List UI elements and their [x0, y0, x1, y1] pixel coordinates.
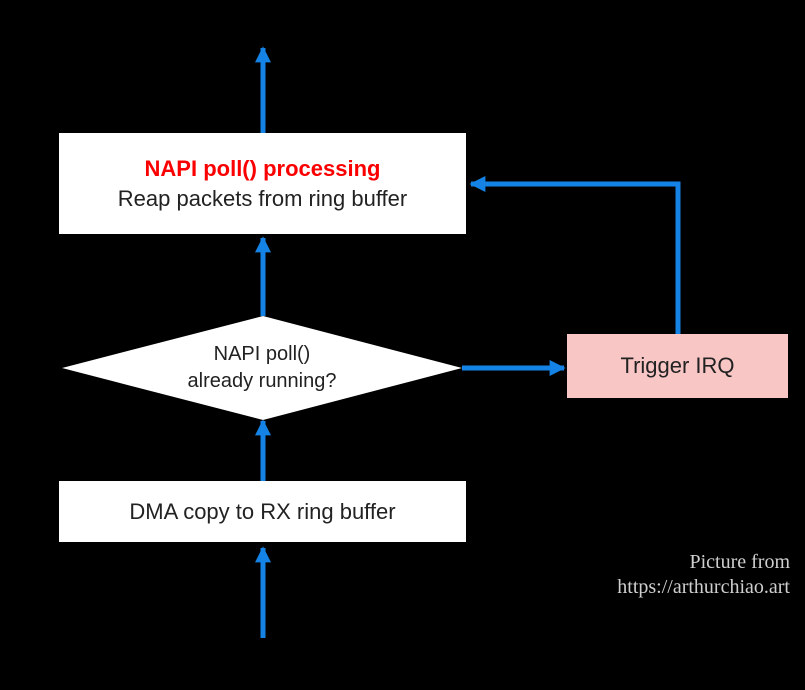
attribution-caption-line1: Picture from [689, 551, 790, 573]
dma-copy-label: DMA copy to RX ring buffer [129, 498, 396, 524]
attribution-caption-line2: https://arthurchiao.art [617, 576, 790, 598]
decision-diamond-line2: already running? [187, 370, 337, 392]
trigger-irq-box: Trigger IRQ [567, 334, 788, 398]
decision-diamond-label: NAPI poll() already running? [62, 316, 462, 420]
decision-diamond-line1: NAPI poll() [213, 343, 311, 365]
napi-poll-box-title: NAPI poll() processing [144, 155, 381, 181]
trigger-irq-label: Trigger IRQ [620, 353, 735, 378]
dma-copy-box: DMA copy to RX ring buffer [59, 481, 466, 542]
napi-poll-box-subtitle: Reap packets from ring buffer [117, 185, 408, 211]
arrow-irq-to-napi [469, 175, 681, 334]
decision-diamond-shape [62, 316, 462, 420]
napi-poll-box: NAPI poll() processing Reap packets from… [59, 133, 466, 234]
attribution-caption: Picture from https://arthurchiao.art [617, 550, 790, 600]
